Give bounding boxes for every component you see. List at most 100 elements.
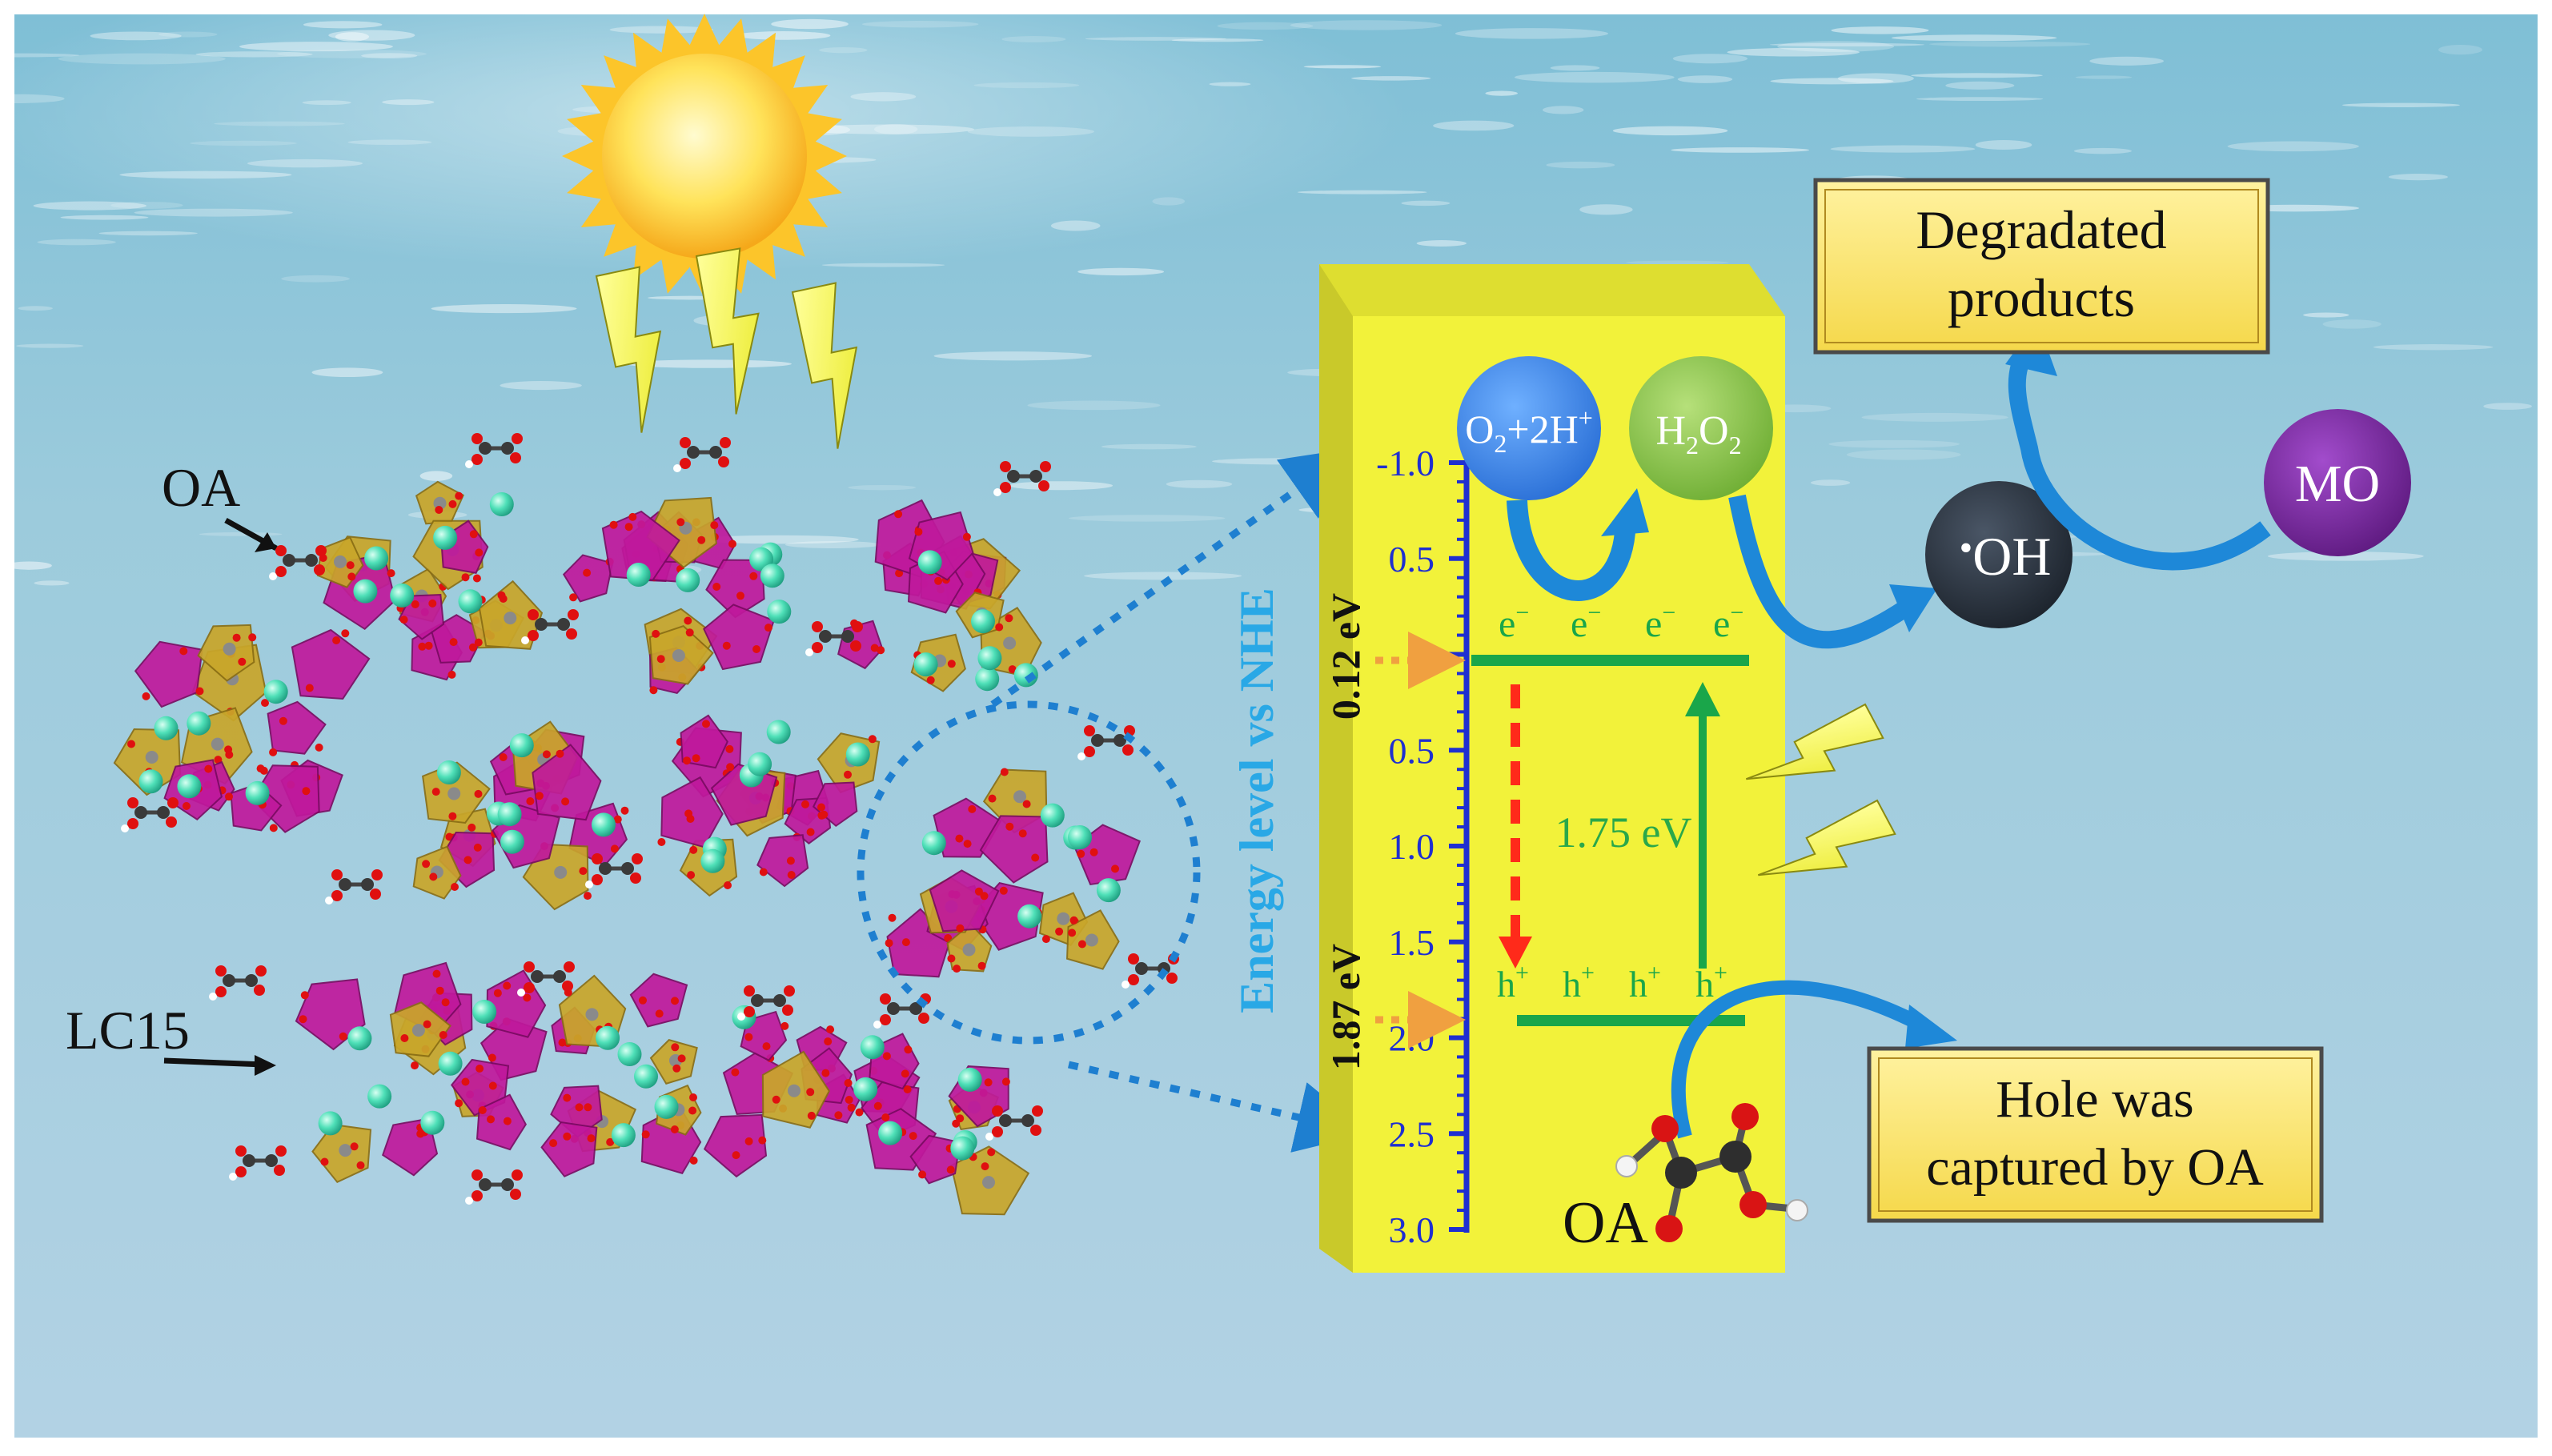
caustic-ripple: [1027, 400, 1161, 411]
oxygen-atom: [461, 573, 470, 582]
oxygen-atom: [981, 1162, 989, 1171]
o2-to-h2o2-arrowhead: [1601, 488, 1649, 536]
ca-sphere: [364, 546, 389, 571]
electron-label: e−: [1499, 600, 1529, 645]
oxygen-atom: [423, 1020, 431, 1029]
oxygen-atom: [475, 548, 484, 557]
lc15-arrow: [163, 1057, 265, 1068]
oxygen-atom: [671, 1043, 680, 1052]
oxygen-atom: [269, 824, 278, 832]
oxygen-atom: [934, 576, 943, 585]
oxygen-atom: [248, 633, 257, 642]
caustic-ripple: [1677, 75, 1733, 83]
oxygen-atom: [744, 1033, 753, 1041]
h2o2-label: H2O2: [1655, 408, 1741, 459]
oxygen-atom: [447, 670, 456, 679]
caustic-ripple: [1770, 78, 1894, 85]
oxygen-atom: [868, 735, 877, 744]
oxygen-atom: [493, 989, 502, 997]
oxygen-atom: [624, 523, 633, 531]
ca-sphere: [436, 760, 461, 784]
caustic-ripple: [2341, 102, 2461, 108]
oxygen-atom: [455, 491, 463, 500]
oxygen-atom: [478, 1106, 487, 1114]
caustic-ripple: [1727, 47, 1860, 57]
caustic-ripple: [1433, 120, 1515, 131]
oh-radical-label: •OH: [1959, 526, 2051, 587]
small-oa-molecule: [993, 461, 1051, 496]
metal-atom: [1003, 636, 1017, 650]
oxygen-atom: [535, 792, 544, 800]
lightning-bolts-side: [1746, 703, 1896, 876]
oxygen-atom: [569, 593, 578, 602]
mn-octahedron: [680, 714, 728, 769]
caustic-ripple: [1401, 200, 1451, 207]
oxygen-atom: [963, 840, 972, 848]
mn-octahedron: [291, 628, 371, 700]
ca-sphere: [1068, 825, 1092, 849]
mn-octahedron: [703, 1113, 768, 1178]
h2o2-to-oh-arrow: [1728, 494, 1911, 649]
metal-atom: [223, 642, 236, 656]
lc15-arrowhead: [255, 1055, 276, 1076]
small-oa-molecule: [121, 797, 179, 832]
oxygen-atom: [583, 568, 592, 577]
oxygen-atom: [671, 997, 679, 1005]
small-oa-molecule: [805, 621, 863, 656]
caustic-ripple: [1945, 81, 2015, 90]
caustic-ripple: [1830, 145, 1976, 153]
ca-sphere: [438, 1051, 463, 1076]
axis-tick-label: 2.5: [1389, 1113, 1435, 1154]
caustic-ripple: [1769, 42, 1925, 46]
caustic-ripple: [1929, 41, 2091, 47]
metal-atom: [1013, 790, 1026, 804]
oxygen-atom: [807, 1111, 816, 1120]
o2-label: O2+2H+: [1465, 403, 1592, 458]
oxygen-atom: [752, 645, 760, 653]
band-box-top: [1319, 264, 1785, 316]
oxygen-atom: [1655, 1215, 1683, 1242]
oxygen-atom: [974, 887, 983, 896]
oxygen-atom: [499, 753, 508, 761]
oxygen-atom: [955, 834, 964, 843]
caustic-ripple: [1455, 28, 1609, 39]
oxygen-atom: [261, 699, 269, 708]
caustic-ripple: [2373, 344, 2494, 351]
oxygen-atom: [806, 828, 815, 836]
oh-radical-circle: [1925, 481, 2072, 628]
oxygen-atom: [712, 583, 721, 591]
mn-octahedron: [540, 1121, 598, 1177]
ca-sphere: [1017, 904, 1042, 929]
degraded-products-box: [1813, 178, 2270, 355]
oxygen-atom: [702, 720, 710, 728]
ca-sphere: [1040, 803, 1065, 828]
caustic-ripple: [1612, 126, 1728, 136]
to-degraded-arrow: [2008, 339, 2271, 571]
hole-capture-arrowhead: [1905, 1005, 1957, 1049]
caustic-ripple: [1891, 34, 2057, 42]
oxygen-atom: [670, 1125, 679, 1133]
mn-octahedron: [756, 834, 809, 888]
oxygen-atom: [834, 1111, 843, 1120]
oxygen-atom: [563, 1132, 572, 1141]
small-oa-molecule: [673, 437, 731, 472]
ca-sphere: [318, 1111, 343, 1136]
small-oa-molecule: [465, 1169, 523, 1205]
oxygen-atom: [1111, 864, 1119, 873]
oxygen-atom: [451, 883, 459, 891]
caustic-ripple: [625, 359, 792, 368]
small-oa-molecule: [985, 1105, 1043, 1141]
oxygen-atom: [526, 797, 535, 805]
oxygen-atom: [1001, 1077, 1010, 1086]
lc15-crystal-structure: [113, 433, 1179, 1216]
ca-sphere: [489, 492, 514, 516]
oxygen-atom: [894, 510, 903, 519]
crystal-cluster: [761, 1025, 1030, 1216]
oxygen-atom: [684, 616, 692, 625]
caustic-ripple: [1916, 97, 2044, 102]
caustic-ripple: [1485, 90, 1519, 96]
caustic-ripple: [2073, 147, 2132, 154]
ca-sphere: [509, 733, 534, 758]
oxygen-atom: [1069, 916, 1078, 925]
